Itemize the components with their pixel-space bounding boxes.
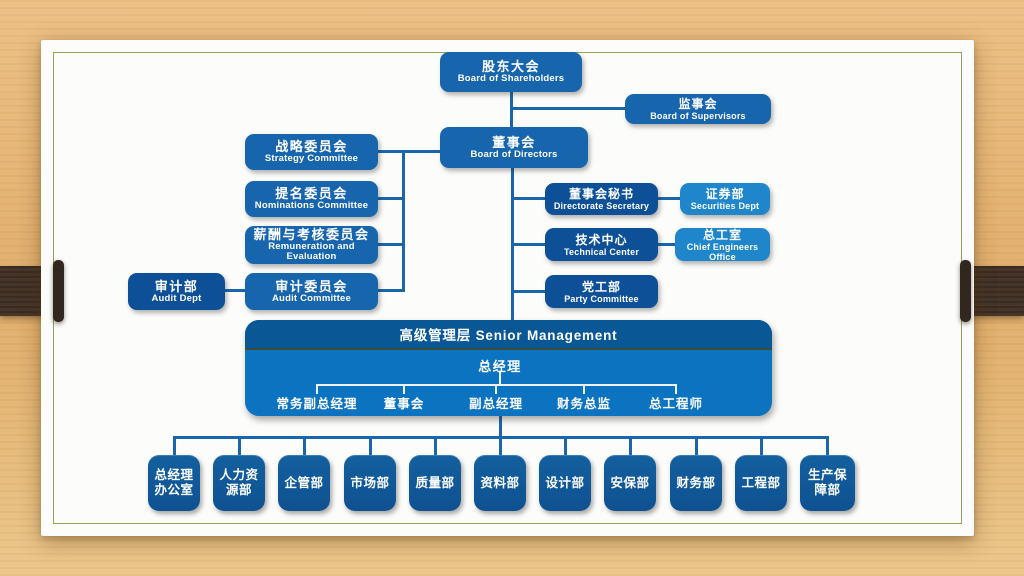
party-cn-label: 党工部	[581, 279, 621, 294]
org-box-audit-dept: 审计部 Audit Dept	[128, 273, 225, 310]
nominations-en-label: Nominations Committee	[254, 200, 369, 212]
audit-committee-cn-label: 审计委员会	[275, 278, 348, 294]
party-en-label: Party Committee	[564, 293, 639, 304]
connector-shareholders-directors	[510, 92, 513, 128]
connector-pos-stub-3	[495, 384, 497, 394]
left-clip-cap	[53, 260, 64, 322]
chief-engineers-cn-label: 总工室	[702, 227, 742, 242]
position-label-deputy-gm: 副总经理	[468, 397, 524, 411]
connector-supervisors	[510, 107, 625, 110]
connector-technical	[511, 243, 545, 246]
org-box-chief-engineers-office: 总工室 Chief Engineers Office	[675, 227, 770, 262]
connector-remuneration	[378, 243, 405, 246]
org-box-technical-center: 技术中心 Technical Center	[545, 228, 658, 261]
connector-gm-stub	[499, 372, 501, 385]
org-box-securities-dept: 证券部 Securities Dept	[680, 183, 770, 215]
connector-audit-dept	[225, 289, 245, 292]
securities-cn-label: 证券部	[705, 187, 745, 201]
org-box-shareholders: 股东大会 Board of Shareholders	[440, 52, 582, 92]
dept-box-design: 设计部	[539, 436, 591, 511]
org-box-party-committee: 党工部 Party Committee	[545, 275, 658, 308]
position-label-deputy-gm-executive: 常务副总经理	[276, 397, 358, 411]
connector-securities	[658, 197, 680, 200]
dept-box-gm-office: 总经理办公室	[148, 436, 200, 511]
secretary-cn-label: 董事会秘书	[568, 187, 634, 201]
position-label-board: 董事会	[383, 397, 425, 411]
connector-party	[511, 290, 545, 293]
connector-positions-rail	[317, 384, 677, 386]
connector-pos-stub-5	[675, 384, 677, 394]
nominations-cn-label: 提名委员会	[275, 186, 348, 202]
org-box-remuneration-committee: 薪酬与考核委员会 Remuneration and Evaluation	[245, 226, 378, 264]
right-clip-band	[967, 266, 1024, 316]
remuneration-cn-label: 薪酬与考核委员会	[253, 226, 370, 242]
general-manager-label: 总经理	[478, 359, 522, 374]
connector-pos-stub-4	[583, 384, 585, 394]
connector-directors-left	[378, 150, 441, 153]
supervisors-cn-label: 监事会	[678, 97, 718, 111]
org-box-nominations-committee: 提名委员会 Nominations Committee	[245, 181, 378, 217]
technical-cn-label: 技术中心	[575, 232, 628, 247]
connector-pos-stub-2	[403, 384, 405, 394]
audit-committee-en-label: Audit Committee	[272, 292, 351, 304]
dept-box-hr: 人力资源部	[213, 436, 265, 511]
dept-box-quality: 质量部	[409, 436, 461, 511]
audit-dept-cn-label: 审计部	[154, 278, 199, 294]
strategy-en-label: Strategy Committee	[264, 153, 359, 165]
dept-box-security: 安保部	[604, 436, 656, 511]
org-box-audit-committee: 审计委员会 Audit Committee	[245, 273, 378, 310]
org-box-strategy-committee: 战略委员会 Strategy Committee	[245, 134, 378, 170]
dept-box-engineering: 工程部	[735, 436, 787, 511]
supervisors-en-label: Board of Supervisors	[650, 111, 746, 121]
org-box-supervisors: 监事会 Board of Supervisors	[625, 94, 771, 124]
connector-audit-committee	[378, 289, 405, 292]
shareholders-en-label: Board of Shareholders	[457, 73, 565, 85]
directors-en-label: Board of Directors	[470, 148, 558, 160]
remuneration-en-label: Remuneration and Evaluation	[268, 240, 355, 262]
org-box-directors: 董事会 Board of Directors	[440, 127, 588, 168]
dept-box-enterprise-management: 企管部	[278, 436, 330, 511]
connector-departments-rail	[174, 436, 829, 439]
shareholders-cn-label: 股东大会	[481, 59, 540, 75]
chief-engineers-en-label: Chief Engineers Office	[686, 241, 759, 262]
strategy-cn-label: 战略委员会	[275, 139, 348, 155]
connector-band-bottom	[499, 416, 502, 438]
senior-management-header: 高级管理层 Senior Management	[245, 320, 772, 350]
dept-box-marketing: 市场部	[344, 436, 396, 511]
dept-box-production-support: 生产保障部	[800, 436, 855, 511]
securities-en-label: Securities Dept	[690, 201, 760, 211]
connector-secretary	[511, 197, 545, 200]
position-label-chief-engineer: 总工程师	[648, 397, 704, 411]
connector-committees-rail	[402, 150, 405, 291]
connector-nominations	[378, 197, 405, 200]
directors-cn-label: 董事会	[492, 134, 536, 150]
position-label-cfo: 财务总监	[556, 397, 612, 411]
technical-en-label: Technical Center	[563, 246, 640, 257]
right-clip-cap	[960, 260, 971, 322]
connector-chief-engineers	[658, 243, 675, 246]
dept-box-finance: 财务部	[670, 436, 722, 511]
connector-pos-stub-1	[316, 384, 318, 394]
audit-dept-en-label: Audit Dept	[151, 292, 202, 304]
org-box-directorate-secretary: 董事会秘书 Directorate Secretary	[545, 183, 658, 215]
senior-management-band: 高级管理层 Senior Management	[245, 320, 772, 416]
secretary-en-label: Directorate Secretary	[553, 201, 650, 211]
dept-box-documentation: 资料部	[474, 436, 526, 511]
